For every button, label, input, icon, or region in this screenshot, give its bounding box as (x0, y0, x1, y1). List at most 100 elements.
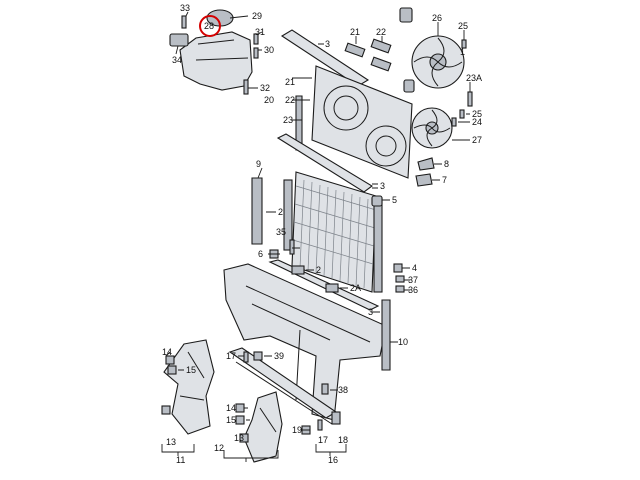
clip-15a[interactable] (167, 365, 177, 375)
callout-23: 23 (283, 115, 293, 125)
seal-strip-22b[interactable] (370, 38, 392, 54)
callout-19: 19 (292, 425, 302, 435)
callout-25-top: 25 (458, 21, 468, 31)
bolt-33[interactable] (181, 15, 187, 29)
bolt-17b[interactable] (317, 419, 323, 431)
callout-21-mid: 21 (285, 77, 295, 87)
radiator-group (251, 167, 410, 311)
air-guide-strip-mid[interactable] (276, 133, 373, 193)
radiator-fans-group (399, 7, 473, 149)
clip-2a[interactable] (325, 283, 339, 293)
fan-motor-connector[interactable] (399, 7, 413, 23)
radiator-left-bracket[interactable] (283, 179, 293, 251)
bolt-30[interactable] (253, 47, 259, 59)
callout-24: 24 (472, 117, 482, 127)
callout-37: 37 (408, 275, 418, 285)
callout-3-low: 3 (368, 307, 373, 317)
callout-7: 7 (442, 175, 447, 185)
callout-39: 39 (274, 351, 284, 361)
bracket-8[interactable] (417, 157, 435, 171)
lower-crossmember-group (228, 347, 341, 435)
callout-34: 34 (172, 55, 182, 65)
clip-2[interactable] (291, 265, 305, 275)
bolt-38[interactable] (321, 383, 329, 395)
callout-15-left: 15 (186, 365, 196, 375)
callout-14-left: 14 (162, 347, 172, 357)
callout-11: 11 (176, 455, 185, 465)
callout-14-right: 14 (226, 403, 236, 413)
screw-14b[interactable] (235, 403, 245, 413)
callout-12: 12 (214, 443, 224, 453)
callout-32: 32 (260, 83, 270, 93)
callout-2-left: 2 (278, 207, 283, 217)
grommet-37[interactable] (395, 275, 405, 283)
callout-6: 6 (258, 249, 263, 259)
bracket-7[interactable] (415, 173, 433, 187)
callout-33: 33 (180, 3, 190, 13)
callout-8: 8 (444, 159, 449, 169)
fan-connector-lower[interactable] (403, 79, 415, 93)
callout-4: 4 (412, 263, 417, 273)
callout-3-mid: 3 (380, 181, 385, 191)
bolt-31[interactable] (253, 33, 259, 45)
air-guide-strip-top[interactable] (280, 29, 370, 87)
callout-31: 31 (255, 27, 265, 37)
coolant-reservoir-group (169, 9, 263, 95)
side-member-9[interactable] (251, 177, 263, 245)
mount-5[interactable] (371, 195, 383, 207)
callout-10: 10 (398, 337, 408, 347)
callout-labels: 33 29 28 31 30 34 32 3 22 21 26 25 1 21 … (162, 3, 482, 465)
air-duct-group (161, 339, 347, 463)
grommet-36[interactable] (395, 285, 405, 293)
callout-30: 30 (264, 45, 274, 55)
reservoir-cap-highlight-ring (199, 15, 221, 37)
radiator-side-tank[interactable] (373, 197, 383, 293)
reservoir-bracket[interactable] (169, 33, 189, 47)
fan-screw-23a[interactable] (467, 91, 473, 107)
callout-38: 38 (338, 385, 348, 395)
air-duct-right[interactable] (243, 391, 283, 463)
screw-14a[interactable] (165, 355, 175, 365)
rubber-mount-4[interactable] (393, 263, 403, 273)
air-duct-left[interactable] (163, 339, 215, 435)
clip-13a[interactable] (161, 405, 171, 415)
fan-screw-25b[interactable] (459, 109, 465, 119)
callout-28[interactable]: 28 (204, 21, 214, 31)
callout-13-right: 13 (234, 433, 244, 443)
callout-2-mid: 2 (316, 265, 321, 275)
bolt-32[interactable] (243, 79, 249, 95)
callout-15-right: 15 (226, 415, 236, 425)
callout-22-top: 22 (376, 27, 386, 37)
fan-shroud[interactable] (311, 65, 413, 179)
clip-13b[interactable] (239, 433, 249, 443)
lock-carrier-group (223, 263, 398, 421)
small-brackets-group (415, 157, 442, 187)
bolt-18[interactable] (331, 411, 341, 425)
lock-carrier[interactable] (223, 263, 387, 421)
callout-17-top: 17 (226, 351, 236, 361)
callout-23a: 23A (466, 73, 482, 83)
callout-27: 27 (472, 135, 482, 145)
callout-5: 5 (392, 195, 397, 205)
bolt-35[interactable] (289, 239, 295, 255)
bolt-17a[interactable] (243, 351, 249, 363)
lock-carrier-side-10[interactable] (381, 299, 391, 371)
callout-9: 9 (256, 159, 261, 169)
clip-15b[interactable] (235, 415, 245, 425)
callout-26: 26 (432, 13, 442, 23)
callout-20: 20 (264, 95, 274, 105)
callout-18: 18 (338, 435, 348, 445)
lower-crossmember-rail[interactable] (235, 361, 333, 425)
fan-screw-24[interactable] (451, 117, 457, 127)
bolt-39[interactable] (253, 351, 263, 361)
seal-strip-22a[interactable] (344, 42, 366, 58)
callout-25-mid: 25 (472, 109, 482, 119)
callout-1: 1 (460, 47, 465, 57)
callout-21-top: 21 (350, 27, 360, 37)
callout-3-top: 3 (325, 39, 330, 49)
callout-22-mid: 22 (285, 95, 295, 105)
callout-29: 29 (252, 11, 262, 21)
coolant-expansion-tank[interactable] (179, 31, 253, 91)
seal-strip-22c[interactable] (370, 56, 392, 72)
